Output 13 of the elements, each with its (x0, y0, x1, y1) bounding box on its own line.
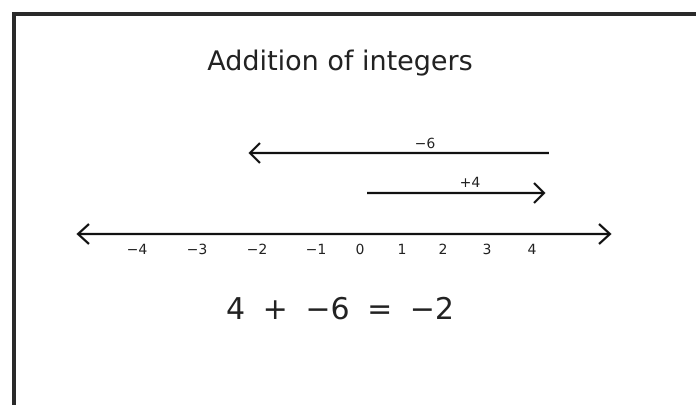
tick-label: −1 (306, 243, 326, 257)
arrow-label: −6 (414, 137, 436, 151)
title: Addition of integers (207, 47, 473, 77)
tick-label: −2 (246, 243, 268, 257)
tick-label: −3 (186, 243, 208, 257)
tick-label: 1 (398, 243, 406, 257)
tick-label: 3 (482, 243, 492, 257)
tick-label: 0 (356, 243, 364, 257)
equation: 4 + −6 = −2 (226, 295, 454, 325)
tick-label: 2 (438, 243, 448, 257)
arrow-label: +4 (460, 176, 480, 190)
tick-label: 4 (528, 243, 536, 257)
tick-label: −4 (126, 243, 148, 257)
